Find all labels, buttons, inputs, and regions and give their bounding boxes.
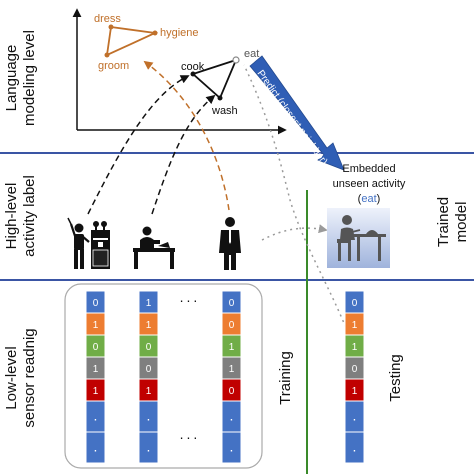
row-label-activity: High-level activity label [3,175,38,257]
trained-model-line1: Trained [435,197,452,247]
sensor-cell-value: 0 [93,342,99,353]
label-eat: eat [244,48,259,60]
row-label-sensor: Low-level sensor readnig [3,328,38,427]
label-cook: cook [181,61,205,73]
row-label-sensor-line2: sensor readnig [21,328,38,427]
sensor-cell-value: 1 [93,320,99,331]
cluster-triangle-grooming [105,25,159,57]
arrow-sensor-to-embedding [243,64,355,351]
caption-eat: eat [361,193,376,205]
paren-close: ) [377,193,381,205]
predict-arrow-shape [249,55,345,171]
paren-open: ( [358,193,362,205]
arrow-groom-to-label [143,60,230,211]
sensor-cell-value: 1 [146,320,152,331]
cluster-triangle-daily [191,58,238,100]
sensor-cell-value: 1 [146,298,152,309]
sensor-cell-value: 1 [146,386,152,397]
washing-person-icon [133,226,175,269]
embedded-caption-line1: Embedded [342,163,395,175]
training-label: Training [277,351,294,405]
sensor-cell-value: 1 [352,320,358,331]
arrow-wash-to-label [151,94,216,215]
sensor-cell-value: 1 [229,364,235,375]
row-label-activity-line2: activity label [21,175,38,257]
ellipsis-bottom: ... [180,426,201,442]
embedded-caption-line2: unseen activity [333,178,406,190]
sensor-cell-value: 0 [146,364,152,375]
row-label-activity-line1: High-level [3,183,20,250]
sensor-cell-value: 0 [229,386,235,397]
sensor-cell-value: . [353,439,357,455]
label-groom: groom [98,60,129,72]
trained-model-line2: model [453,202,470,243]
sensor-cell-value: 0 [229,320,235,331]
sensor-cell-value: 0 [229,298,235,309]
sensor-column-3: 0 0 1 1 0.. [221,290,242,464]
sensor-column-test: 0 1 1 0 1.. [344,290,365,464]
eating-person-icon [327,208,390,268]
row-label-language-line2: modeling level [21,30,38,126]
embedded-caption-line3: (eat) [358,193,381,205]
label-wash: wash [211,105,238,117]
point-groom [104,52,110,58]
point-dress [108,24,114,30]
sensor-cell-value: 1 [352,342,358,353]
arrow-cook-to-label [87,75,190,215]
sensor-cell-value: 0 [146,342,152,353]
arrow-model-to-photo [261,224,328,241]
cooking-person-icon [67,217,110,269]
point-hygiene [152,30,158,36]
sensor-cell-value: 0 [93,298,99,309]
ellipsis-top: ... [180,289,201,305]
embedding-plot: dress hygiene groom cook wash eat [72,8,287,135]
sensor-cell [344,431,365,464]
point-eat [232,56,240,64]
sensor-cell-value: 0 [352,298,358,309]
sensor-cell-value: 1 [93,364,99,375]
sensor-column-1: 0 1 0 1 1.. [85,290,106,464]
trained-model-label: Trained model [435,197,470,247]
sensor-cell-value: . [147,439,151,455]
sensor-cell [138,431,159,464]
row-label-language: Language modeling level [3,30,38,126]
label-hygiene: hygiene [160,27,199,39]
sensor-cell [85,431,106,464]
sensor-cell-value: 1 [93,386,99,397]
sensor-column-2: 1 1 0 0 1.. [138,290,159,464]
point-cook [190,71,196,77]
sensor-cell-value: 1 [229,342,235,353]
sensor-cell [221,431,242,464]
row-label-language-line1: Language [3,45,20,112]
label-dress: dress [94,13,121,25]
embedded-caption: Embedded unseen activity (eat) [333,163,406,205]
row-label-sensor-line1: Low-level [3,346,20,409]
sensor-cell-value: . [147,408,151,424]
sensor-cell-value: . [353,408,357,424]
sensor-cell-value: . [94,408,98,424]
sensor-cell-value: . [94,439,98,455]
testing-label: Testing [387,354,404,402]
sensor-cell-value: 1 [352,386,358,397]
sensor-cell-value: 0 [352,364,358,375]
dressed-person-icon [219,217,241,270]
sensor-cell-value: . [230,408,234,424]
sensor-cell-value: . [230,439,234,455]
point-wash [217,95,223,101]
training-columns-bracket [64,283,263,469]
